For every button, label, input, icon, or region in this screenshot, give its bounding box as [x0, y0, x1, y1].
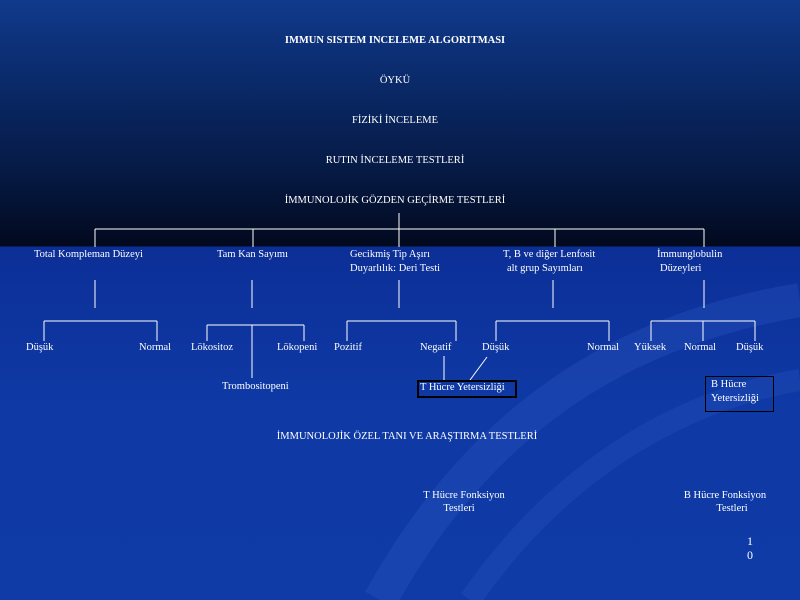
t-hucre-yetersizligi-box [417, 380, 517, 398]
oyku-label: ÖYKÜ [379, 75, 411, 86]
ozel-tani-title: İMMUNOLOJİK ÖZEL TANI VE ARAŞTIRMA TESTL… [276, 431, 538, 442]
branch-tam-kan: Tam Kan Sayımı [217, 249, 289, 260]
b-hucre-fonksiyon-2: Testleri [716, 503, 748, 514]
immunglobulin-dusuk: Düşük [736, 342, 764, 353]
rutin-inceleme-label: RUTIN İNCELEME TESTLERİ [325, 155, 465, 166]
branch-immunglobulin-1: İmmunglobulin [657, 249, 723, 260]
branch-gecikmis-2: Duyarlılık: Deri Testi [350, 263, 441, 274]
branch-immunglobulin-2: Düzeyleri [660, 263, 702, 274]
lokositoz: Lökositoz [191, 342, 233, 353]
trombositopeni: Trombositopeni [222, 381, 289, 392]
komplement-dusuk: Düşük [26, 342, 54, 353]
t-hucre-fonksiyon-2: Testleri [443, 503, 475, 514]
branch-gecikmis-1: Gecikmiş Tip Aşırı [350, 249, 430, 260]
komplement-normal: Normal [139, 342, 172, 353]
immunolojik-gozden-gecirme-label: İMMUNOLOJİK GÖZDEN GEÇİRME TESTLERİ [284, 195, 506, 206]
lokopeni: Lökopeni [277, 342, 318, 353]
fizik-inceleme-label: FİZİKİ İNCELEME [351, 115, 439, 126]
b-hucre-yetersizligi-2: Yetersizliği [711, 393, 759, 404]
immunglobulin-yuksek: Yüksek [634, 342, 667, 353]
t-hucre-fonksiyon-1: T Hücre Fonksiyon [423, 490, 505, 501]
page-title: IMMUN SISTEM INCELEME ALGORITMASI [284, 35, 506, 46]
lenfosit-normal: Normal [587, 342, 620, 353]
branch-komplement: Total Kompleman Düzeyi [34, 249, 143, 260]
page-number-digit-1: 1 [747, 534, 753, 548]
deri-testi-pozitif: Pozitif [334, 342, 362, 353]
deri-testi-negatif: Negatif [420, 342, 452, 353]
page-number-digit-2: 0 [747, 548, 753, 562]
branch-lenfosit-2: alt grup Sayımları [507, 263, 583, 274]
lenfosit-dusuk: Düşük [482, 342, 510, 353]
b-hucre-fonksiyon-1: B Hücre Fonksiyon [683, 490, 767, 501]
t-hucre-yetersizligi: T Hücre Yetersizliği [420, 382, 505, 393]
immunglobulin-normal: Normal [684, 342, 717, 353]
b-hucre-yetersizligi-1: B Hücre [711, 379, 747, 390]
branch-lenfosit-1: T, B ve diğer Lenfosit [503, 249, 596, 260]
b-hucre-yetersizligi-box [705, 376, 774, 412]
